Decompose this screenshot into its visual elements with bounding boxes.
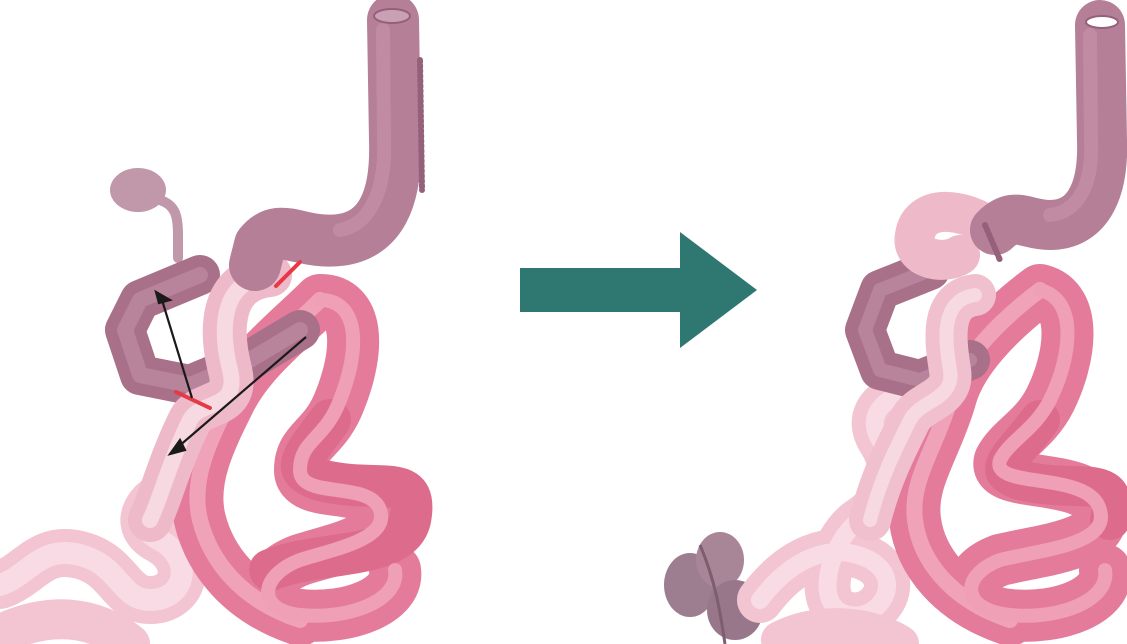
before-panel [0, 9, 422, 644]
stomach [255, 9, 422, 265]
right-arrow-icon [520, 232, 757, 348]
staple-line [420, 60, 422, 190]
ileum-bottom-loop [10, 619, 130, 644]
stomach-body [255, 20, 395, 265]
gallbladder-body [110, 168, 166, 212]
esophagus-after-opening [1086, 16, 1118, 28]
ileum-after-bottom [780, 627, 900, 644]
stomach-after [985, 16, 1118, 260]
cystic-duct [160, 200, 178, 258]
pancreas-lobe-2 [696, 532, 744, 588]
after-panel [664, 16, 1118, 644]
transition-arrow [520, 232, 757, 348]
gallbladder [110, 168, 178, 258]
esophagus-opening [374, 9, 410, 23]
